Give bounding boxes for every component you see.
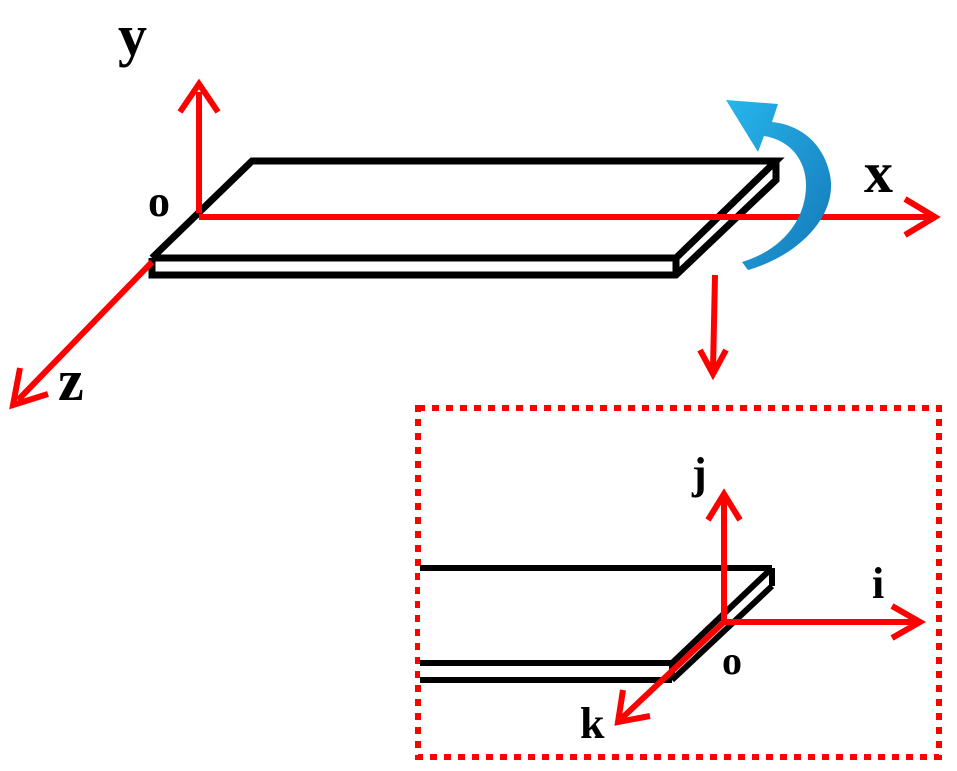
j-axis-label: j: [691, 449, 707, 498]
k-axis: [614, 619, 727, 726]
i-axis-label: i: [872, 559, 884, 608]
y-axis-label: y: [118, 3, 147, 68]
curved-rotation-arrow-icon: [726, 100, 832, 270]
origin-label: o: [148, 177, 170, 226]
zoom-connector-arrow: [697, 274, 729, 381]
z-axis: [9, 259, 155, 410]
j-axis: [705, 488, 743, 622]
i-axis: [724, 603, 927, 641]
z-axis-label: z: [58, 348, 84, 413]
k-axis-label: k: [580, 699, 605, 748]
x-axis-label: x: [864, 140, 893, 205]
inset-origin-label: o: [722, 638, 742, 683]
y-axis: [177, 78, 221, 213]
plate-inset: [420, 565, 775, 683]
